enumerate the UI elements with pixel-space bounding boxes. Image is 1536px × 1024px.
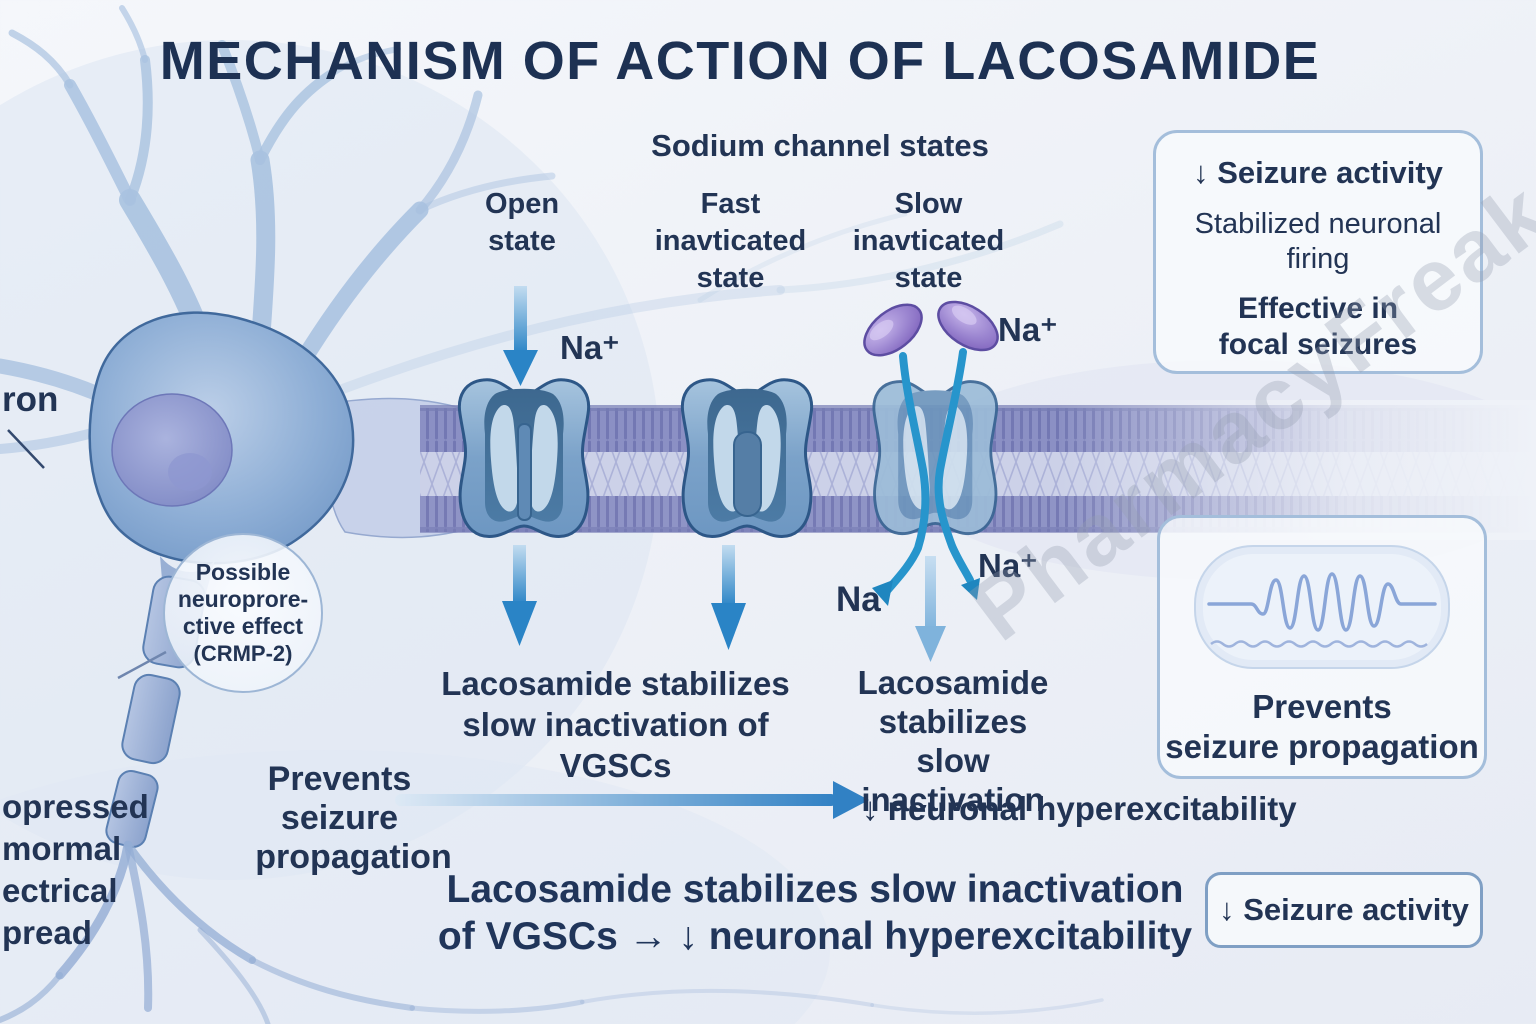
suppressed-spread-label: opressed mormal ectrical pread	[2, 786, 149, 954]
nucleus	[111, 393, 233, 507]
slow-annotation-line3: inactivation	[861, 781, 1045, 818]
neuron-callout-line	[7, 429, 45, 469]
neuron-label-fragment: ron	[2, 380, 59, 419]
fast-state-line3: state	[696, 262, 765, 294]
channel-slow-inactivated	[872, 380, 999, 536]
vgsc-annotation-line1: Lacosamide stabilizes	[441, 665, 790, 702]
slow-state-line1: Slow	[894, 188, 963, 220]
vgsc-stabilization-annotation: Lacosamide stabilizes slow inactivation …	[408, 663, 823, 786]
crmp2-line3: ctive effect	[182, 613, 304, 639]
outcome-focal-seizures: Effective in focal seizures	[1218, 292, 1418, 361]
flow-arrows	[395, 286, 980, 819]
ribbon-arrows-slow-channel	[882, 348, 974, 596]
slow-inactivation-annotation: Lacosamide stabilizes slow inactivation	[838, 663, 1068, 819]
prevents-propagation-annotation: Prevents seizure propagation	[212, 760, 467, 877]
seizure-activity-panel-label: ↓ Seizure activity	[1219, 892, 1469, 927]
fast-state-line1: Fast	[700, 188, 761, 220]
crmp2-line4: (CRMP-2)	[193, 641, 293, 666]
prevents-propagation-panel: Prevents seizure propagation	[1157, 515, 1487, 779]
suppressed-line2: mormal	[2, 830, 122, 867]
suppressed-line1: opressed	[2, 788, 149, 825]
sodium-channel-states-header: Sodium channel states	[651, 128, 989, 163]
wave-label-line2: seizure propagation	[1165, 728, 1479, 765]
slow-state-line3: state	[894, 262, 963, 294]
axon-terminals	[0, 840, 1104, 1024]
seizure-activity-panel: ↓ Seizure activity	[1205, 872, 1483, 948]
summary-statement: Lacosamide stabilizes slow inactivation …	[420, 866, 1210, 960]
crmp2-callout-circle: Possible neuroprore- ctive effect (CRMP-…	[163, 533, 323, 693]
crmp2-line2: neuroprore-	[177, 586, 309, 612]
prevents-line1: Prevents	[267, 760, 412, 798]
channel-fast-inactivated	[680, 378, 814, 538]
prevents-propagation-panel-label: Prevents seizure propagation	[1160, 687, 1484, 767]
na-ion-label-open: Na⁺	[560, 329, 620, 366]
summary-line2: of VGSCs → ↓ neuronal hyperexcitability	[437, 915, 1193, 958]
hyperexcitability-annotation: ↓ neuronal hyperexcitability	[862, 790, 1297, 827]
arrow-into-open-channel	[514, 286, 527, 354]
open-state-label: Open state	[438, 186, 606, 260]
lacosamide-molecule-icons	[863, 300, 999, 357]
crmp2-callout-line	[117, 650, 167, 680]
page-title: MECHANISM OF ACTION OF LACOSAMIDE	[159, 31, 1321, 91]
slow-state-line2: inavticated	[852, 225, 1005, 257]
fast-inactivated-state-label: Fast inavticated state	[638, 186, 823, 297]
eeg-waveform-svg	[1194, 545, 1450, 669]
na-ion-label-slow-top: Na⁺	[998, 311, 1058, 348]
open-state-line2: state	[488, 225, 556, 257]
prevents-line3: propagation	[255, 838, 452, 876]
slow-inactivated-state-label: Slow inavticated state	[836, 186, 1021, 297]
prevents-line2: seizure	[280, 799, 399, 837]
suppressed-line4: pread	[2, 914, 92, 951]
outcomes-panel: ↓ Seizure activity Stabilized neuronal f…	[1153, 130, 1483, 374]
suppressed-line3: ectrical	[2, 872, 118, 909]
horizontal-propagation-arrow	[395, 794, 837, 806]
na-ion-label-below-right: Na⁺	[978, 547, 1038, 584]
outcome-stabilized-firing: Stabilized neuronal firing	[1194, 208, 1442, 275]
slow-annotation-line2: stabilizes slow	[878, 703, 1028, 779]
outcome-seizure-activity: ↓ Seizure activity	[1193, 155, 1443, 190]
summary-line1: Lacosamide stabilizes slow inactivation	[446, 868, 1184, 911]
dendrites	[0, 5, 1064, 454]
slow-annotation-line1: Lacosamide	[857, 664, 1049, 701]
eeg-waveform-icon	[1160, 544, 1484, 675]
open-state-line1: Open	[484, 188, 560, 220]
crmp2-line1: Possible	[195, 559, 291, 585]
fast-state-line2: inavticated	[654, 225, 807, 257]
wave-label-line1: Prevents	[1252, 688, 1392, 725]
channel-open-state	[457, 378, 591, 538]
nucleolus	[168, 453, 212, 491]
na-ion-label-below-left: Na	[836, 580, 881, 619]
vgsc-annotation-line2: slow inactivation of VGSCs	[462, 706, 769, 784]
